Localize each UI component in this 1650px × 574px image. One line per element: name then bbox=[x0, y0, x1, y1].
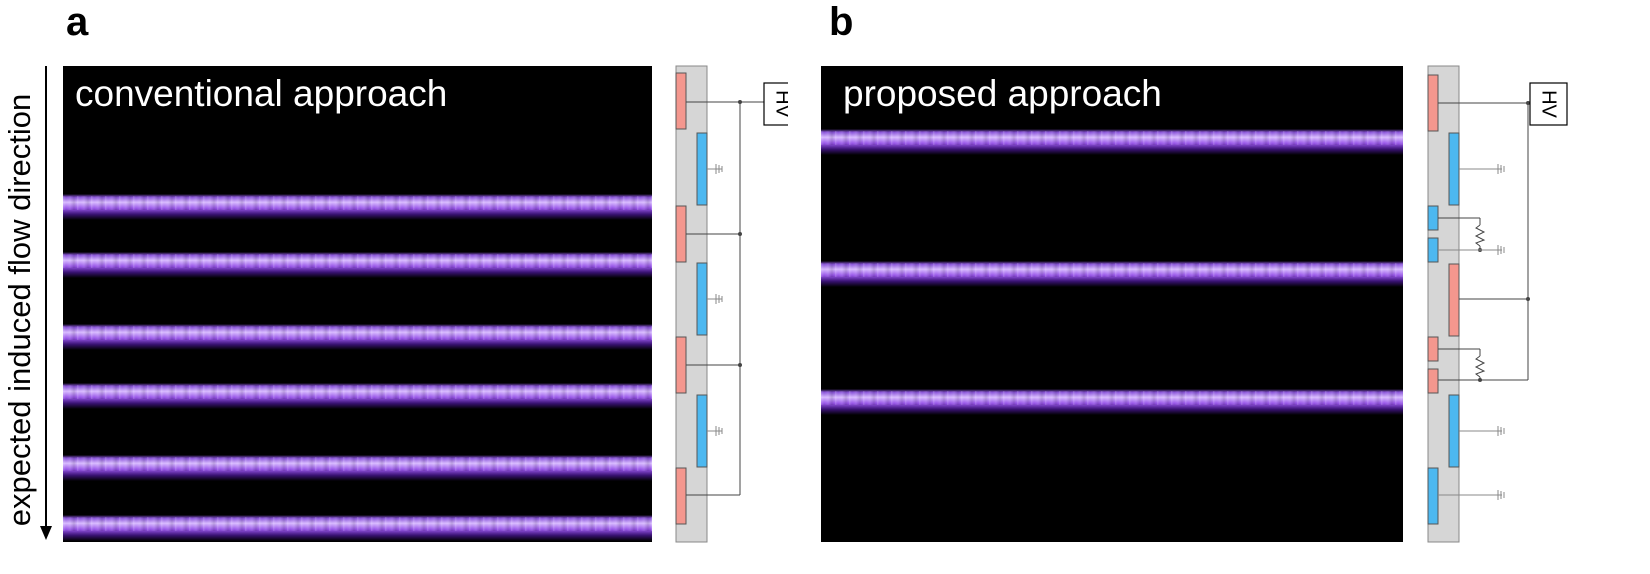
plasma-strip bbox=[63, 455, 652, 481]
ground-electrode-small bbox=[1427, 205, 1439, 231]
panel-a-photo: conventional approach bbox=[63, 66, 652, 542]
hv-electrode bbox=[675, 205, 687, 263]
plasma-strip bbox=[821, 129, 1403, 155]
ground-symbol bbox=[707, 164, 723, 436]
plasma-strip bbox=[821, 389, 1403, 415]
panel-a-title: conventional approach bbox=[75, 73, 448, 114]
panel-b-circuit-diagram: HV bbox=[1427, 65, 1568, 543]
flow-direction-label: expected induced flow direction bbox=[2, 93, 37, 527]
hv-electrode bbox=[675, 467, 687, 525]
ground-electrode bbox=[1448, 132, 1460, 206]
plasma-strip bbox=[63, 252, 652, 278]
ground-electrode bbox=[1448, 394, 1460, 468]
hv-label: HV bbox=[772, 90, 788, 118]
ground-electrode bbox=[696, 394, 708, 468]
flow-direction-arrow bbox=[40, 66, 52, 540]
hv-electrode bbox=[675, 336, 687, 394]
hv-electrode-small bbox=[1427, 368, 1439, 394]
hv-label: HV bbox=[1538, 90, 1560, 118]
hv-source-box bbox=[1529, 82, 1568, 126]
ground-electrode bbox=[696, 132, 708, 206]
hv-electrode-small bbox=[1427, 336, 1439, 362]
panel-b-letter: b bbox=[829, 0, 854, 44]
plasma-strip bbox=[821, 261, 1403, 287]
plasma-strip bbox=[63, 324, 652, 350]
panel-a-letter: a bbox=[66, 0, 89, 44]
panel-b-photo: proposed approach bbox=[821, 66, 1403, 542]
ground-electrode bbox=[696, 262, 708, 336]
ground-electrode bbox=[1427, 467, 1439, 525]
hv-electrode bbox=[1448, 263, 1460, 337]
plasma-strip bbox=[63, 515, 652, 541]
panel-a-circuit-diagram: HV bbox=[675, 65, 788, 543]
hv-source-box bbox=[763, 82, 788, 126]
hv-electrode bbox=[675, 72, 687, 130]
plasma-strip bbox=[63, 383, 652, 409]
ground-electrode-small bbox=[1427, 237, 1439, 263]
panel-b-title: proposed approach bbox=[843, 73, 1162, 114]
ground-symbol bbox=[1438, 164, 1505, 500]
hv-electrode bbox=[1427, 74, 1439, 132]
plasma-strip bbox=[63, 194, 652, 220]
